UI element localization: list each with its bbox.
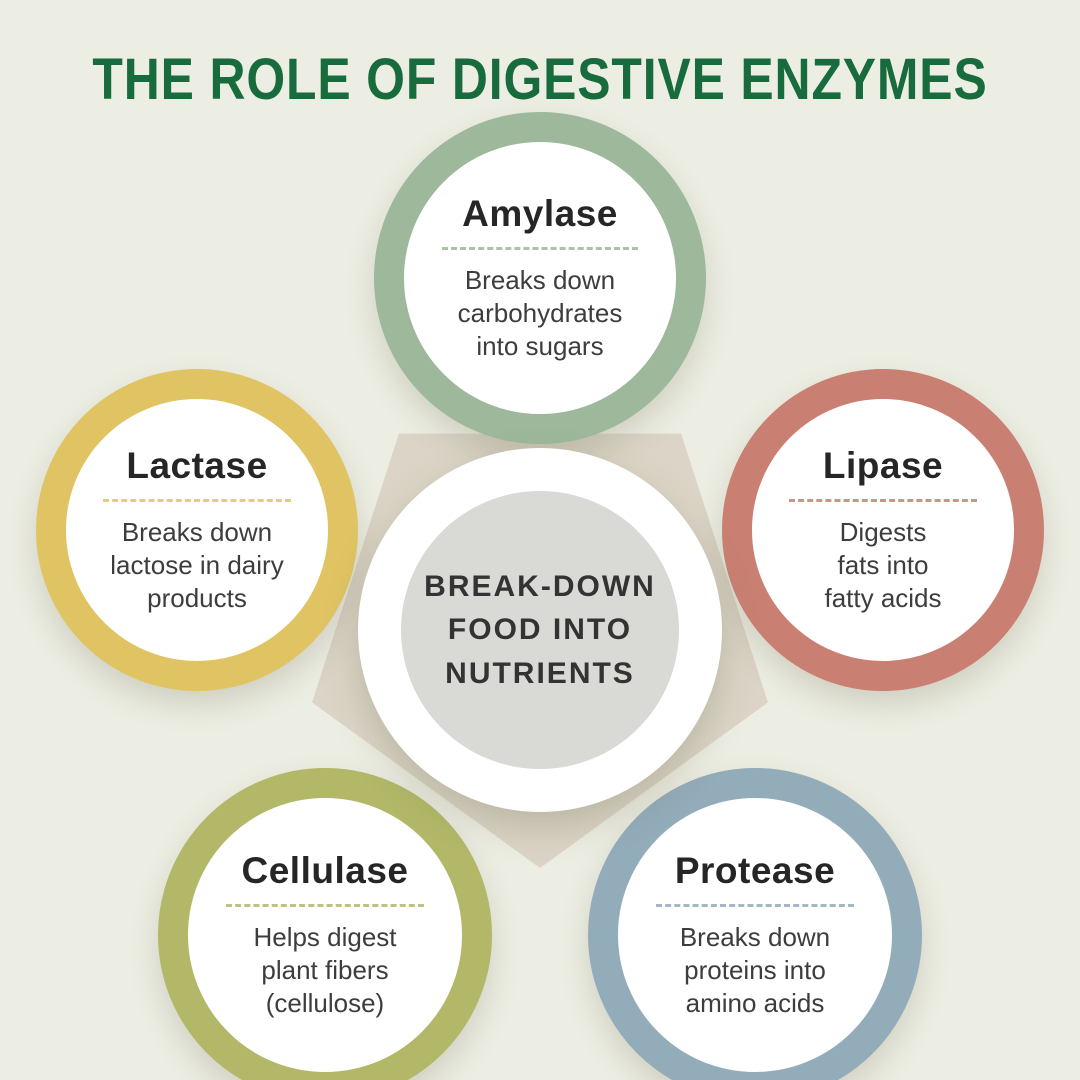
page-title: THE ROLE OF DIGESTIVE ENZYMES: [92, 47, 988, 112]
enzyme-description: Helps digest plant fibers (cellulose): [253, 921, 397, 1019]
center-hub-fill: BREAK-DOWN FOOD INTO NUTRIENTS: [401, 491, 679, 769]
enzyme-description: Breaks down lactose in dairy products: [110, 516, 284, 614]
enzyme-circle-cellulase: Cellulase Helps digest plant fibers (cel…: [158, 768, 492, 1080]
dashed-divider: [788, 498, 978, 502]
enzyme-name: Lipase: [822, 444, 944, 486]
dashed-divider: [102, 498, 292, 502]
center-hub-label: BREAK-DOWN FOOD INTO NUTRIENTS: [424, 569, 656, 690]
dashed-divider: [442, 246, 638, 250]
enzyme-description: Breaks down carbohydrates into sugars: [457, 264, 623, 362]
dashed-divider: [656, 903, 854, 907]
enzyme-circle-protease: Protease Breaks down proteins into amino…: [588, 768, 922, 1080]
enzyme-circle-lactase: Lactase Breaks down lactose in dairy pro…: [36, 369, 358, 691]
enzyme-description: Breaks down proteins into amino acids: [679, 921, 831, 1019]
enzyme-circle-amylase: Amylase Breaks down carbohydrates into s…: [374, 112, 706, 444]
enzyme-description: Digests fats into fatty acids: [824, 516, 942, 614]
center-hub-circle: BREAK-DOWN FOOD INTO NUTRIENTS: [358, 448, 722, 812]
enzyme-name: Amylase: [462, 192, 618, 234]
dashed-divider: [226, 903, 424, 907]
enzyme-circle-lipase: Lipase Digests fats into fatty acids: [722, 369, 1044, 691]
enzyme-name: Protease: [674, 849, 836, 891]
enzyme-name: Lactase: [126, 444, 268, 486]
enzyme-name: Cellulase: [241, 849, 409, 891]
